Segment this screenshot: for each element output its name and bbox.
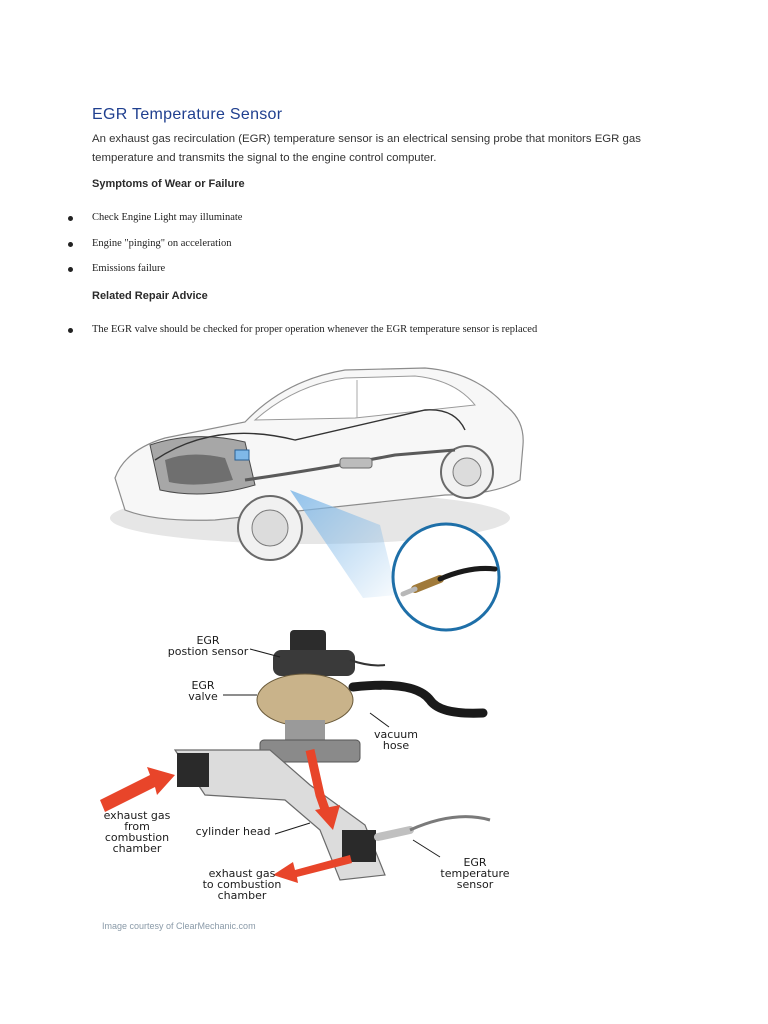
- position-sensor-body: [273, 650, 355, 676]
- label-exhaust-in: combustion: [105, 831, 169, 844]
- car-windows: [253, 375, 476, 421]
- label-egr-position-sensor: EGR: [196, 634, 219, 647]
- symptoms-heading: Symptoms of Wear or Failure: [92, 178, 245, 190]
- bullet-icon: [68, 267, 73, 272]
- leader-line: [249, 648, 281, 658]
- bullet-icon: [68, 216, 73, 221]
- intro-paragraph: An exhaust gas recirculation (EGR) tempe…: [92, 133, 641, 164]
- image-credit: Image courtesy of ClearMechanic.com: [102, 921, 256, 931]
- advice-heading: Related Repair Advice: [92, 290, 208, 302]
- exhaust-pipe: [244, 448, 456, 482]
- rear-hub: [452, 457, 482, 487]
- label-cylinder-head: cylinder head: [196, 825, 271, 838]
- front-hub: [251, 509, 289, 547]
- label-vacuum-hose: hose: [383, 739, 409, 752]
- leader-line: [274, 822, 311, 835]
- leader-line: [369, 712, 390, 728]
- intake-port: [177, 753, 209, 787]
- label-exhaust-in: chamber: [113, 842, 162, 855]
- sensor-tip: [400, 586, 418, 597]
- exhaust-outflow-arrow: [273, 855, 352, 883]
- label-exhaust-out: chamber: [218, 889, 267, 902]
- label-egr-valve: EGR: [191, 679, 214, 692]
- egr-valve-body: [256, 673, 354, 727]
- label-egr-position-sensor: postion sensor: [168, 645, 249, 658]
- cylinder-head: [173, 749, 386, 881]
- egr-flow-arrowhead: [315, 805, 340, 830]
- label-exhaust-out: exhaust gas: [209, 867, 276, 880]
- temp-sensor-body: [374, 826, 414, 841]
- exhaust-inflow-arrow: [100, 767, 175, 812]
- page-title: EGR Temperature Sensor: [92, 106, 283, 123]
- bullet-icon: [68, 242, 73, 247]
- vacuum-hose: [348, 680, 488, 718]
- temp-sensor-cable: [409, 815, 491, 832]
- leader-line: [412, 839, 441, 858]
- sensor-wiring: [154, 409, 466, 461]
- callout-beam: [290, 490, 397, 598]
- label-exhaust-in: exhaust gas: [104, 809, 171, 822]
- car-illustration: [110, 367, 524, 598]
- label-exhaust-in: from: [124, 820, 150, 833]
- muffler: [339, 457, 373, 469]
- sensor-callout: [391, 522, 501, 632]
- label-egr-temperature-sensor: EGR: [463, 856, 486, 869]
- label-egr-valve: valve: [188, 690, 218, 703]
- egr-valve-diagram: EGR postion sensor EGR valve vacuum hose…: [100, 630, 510, 902]
- egr-highlight: [234, 449, 250, 461]
- label-egr-temperature-sensor: temperature: [440, 867, 509, 880]
- sensor-cable: [437, 566, 498, 582]
- bullet-icon: [68, 328, 73, 333]
- label-egr-temperature-sensor: sensor: [457, 878, 494, 891]
- label-exhaust-out: to combustion: [203, 878, 282, 891]
- sensor-body: [411, 575, 444, 593]
- engine-manifold: [165, 454, 233, 485]
- sensor-wire: [349, 659, 386, 667]
- label-vacuum-hose: vacuum: [374, 728, 418, 741]
